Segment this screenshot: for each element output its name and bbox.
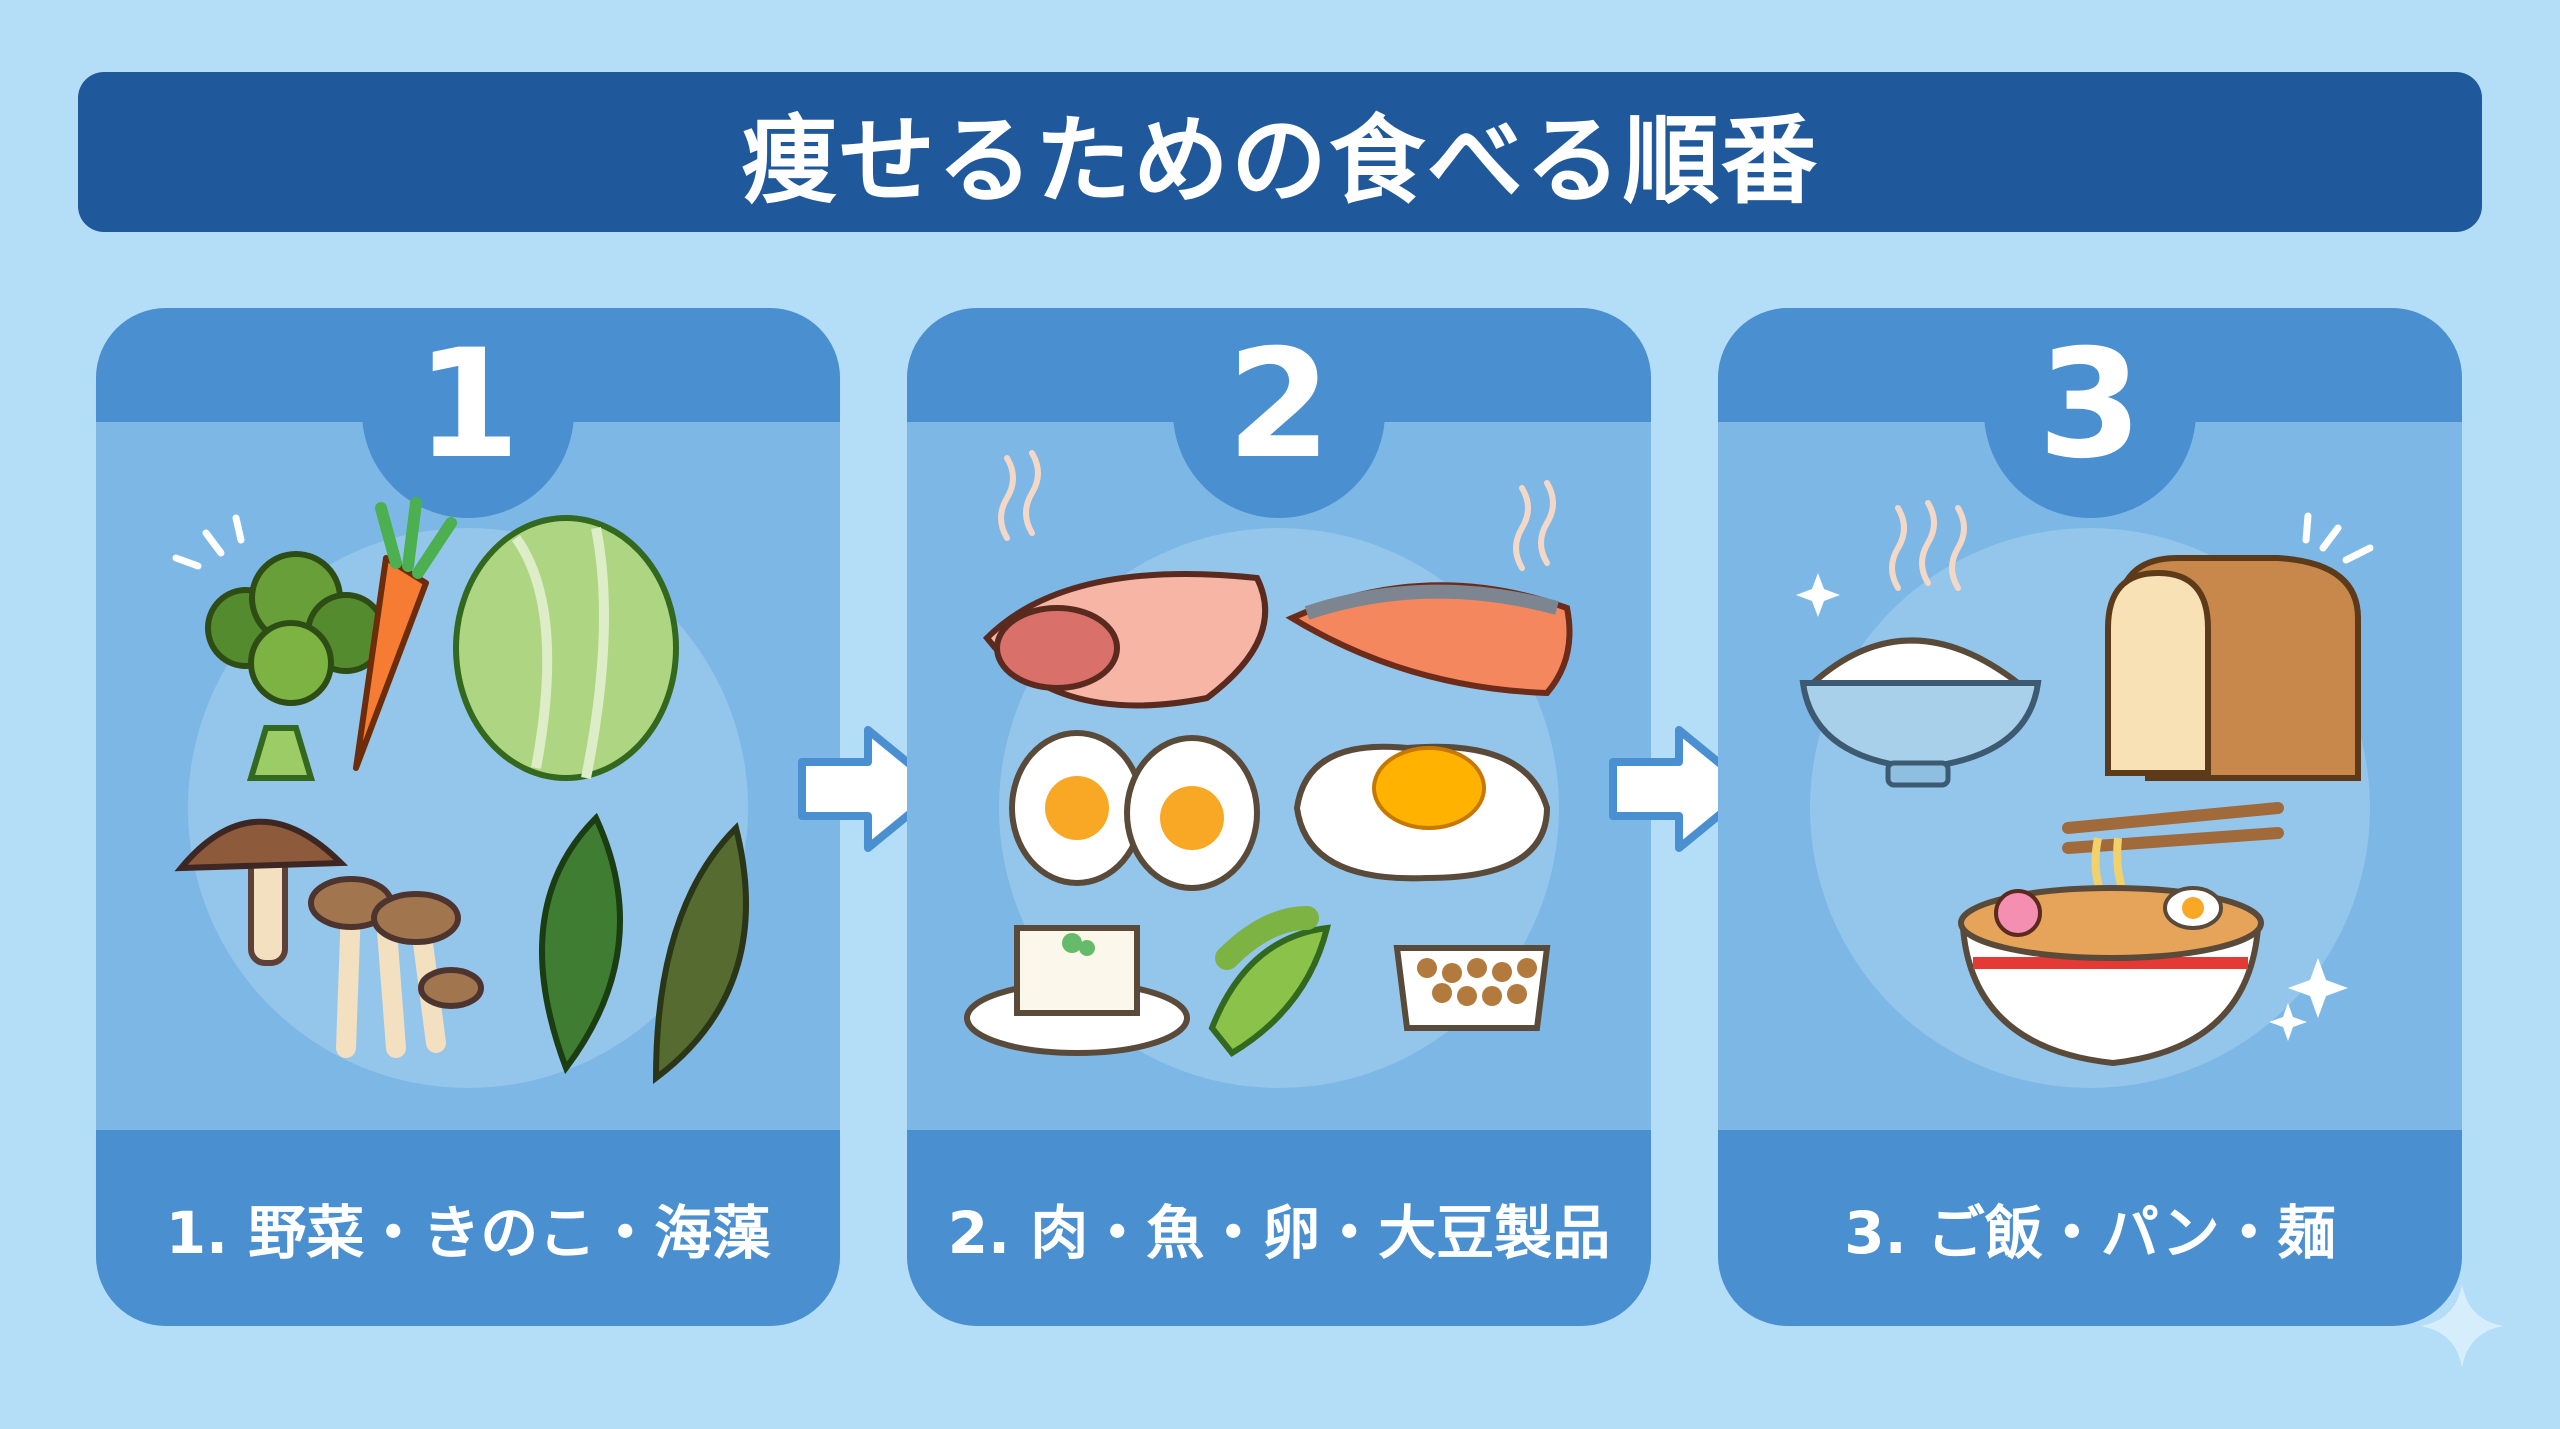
shiitake-icon: [174, 818, 349, 966]
title-bar: 痩せるための食べる順番: [78, 72, 2482, 232]
edamame-icon: [1208, 906, 1331, 1057]
step-label-bar: 2. 肉・魚・卵・大豆製品: [907, 1130, 1651, 1326]
sparkle-icon: [2420, 1284, 2504, 1368]
tofu-icon: [964, 925, 1190, 1056]
meat-icon: [983, 571, 1269, 709]
natto-icon: [1393, 945, 1551, 1031]
vegetables-illustration: [172, 497, 749, 1085]
sparkle-icon: [1796, 573, 2348, 1041]
rice-bowl-icon: [1799, 637, 2042, 788]
broccoli-icon: [205, 551, 387, 781]
salmon-icon: [1285, 582, 1573, 697]
step-number-badge: 1: [362, 308, 574, 518]
ramen-icon: [1958, 802, 2284, 1067]
step-label: 1. 野菜・きのこ・海藻: [165, 1199, 771, 1267]
page-title: 痩せるための食べる順番: [741, 104, 1819, 217]
lettuce-icon: [453, 515, 679, 781]
bread-icon: [2105, 555, 2361, 781]
carrot-icon: [353, 497, 457, 771]
step-card-1: 1: [96, 308, 840, 1326]
step-card-2: 2: [907, 308, 1651, 1326]
step-number: 1: [415, 318, 521, 492]
right-arrow-icon: [1609, 726, 1755, 852]
shimeji-icon: [308, 876, 484, 1058]
step-card-3: 3: [1718, 308, 2462, 1326]
step-number-badge: 2: [1173, 308, 1385, 518]
step-label-bar: 1. 野菜・きのこ・海藻: [96, 1130, 840, 1326]
step-label-bar: 3. ご飯・パン・麺: [1718, 1130, 2462, 1326]
step-number-badge: 3: [1984, 308, 2196, 518]
leafy-greens-icon: [539, 812, 749, 1085]
carbohydrates-illustration: [1796, 500, 2374, 1067]
step-number: 2: [1226, 318, 1332, 492]
boiled-egg-icon: [1009, 730, 1260, 891]
right-arrow-icon: [798, 726, 944, 852]
step-label: 2. 肉・魚・卵・大豆製品: [947, 1199, 1611, 1267]
step-number: 3: [2037, 318, 2143, 492]
step-label: 3. ご飯・パン・麺: [1844, 1199, 2336, 1267]
fried-egg-icon: [1293, 743, 1551, 882]
proteins-illustration: [964, 450, 1573, 1057]
